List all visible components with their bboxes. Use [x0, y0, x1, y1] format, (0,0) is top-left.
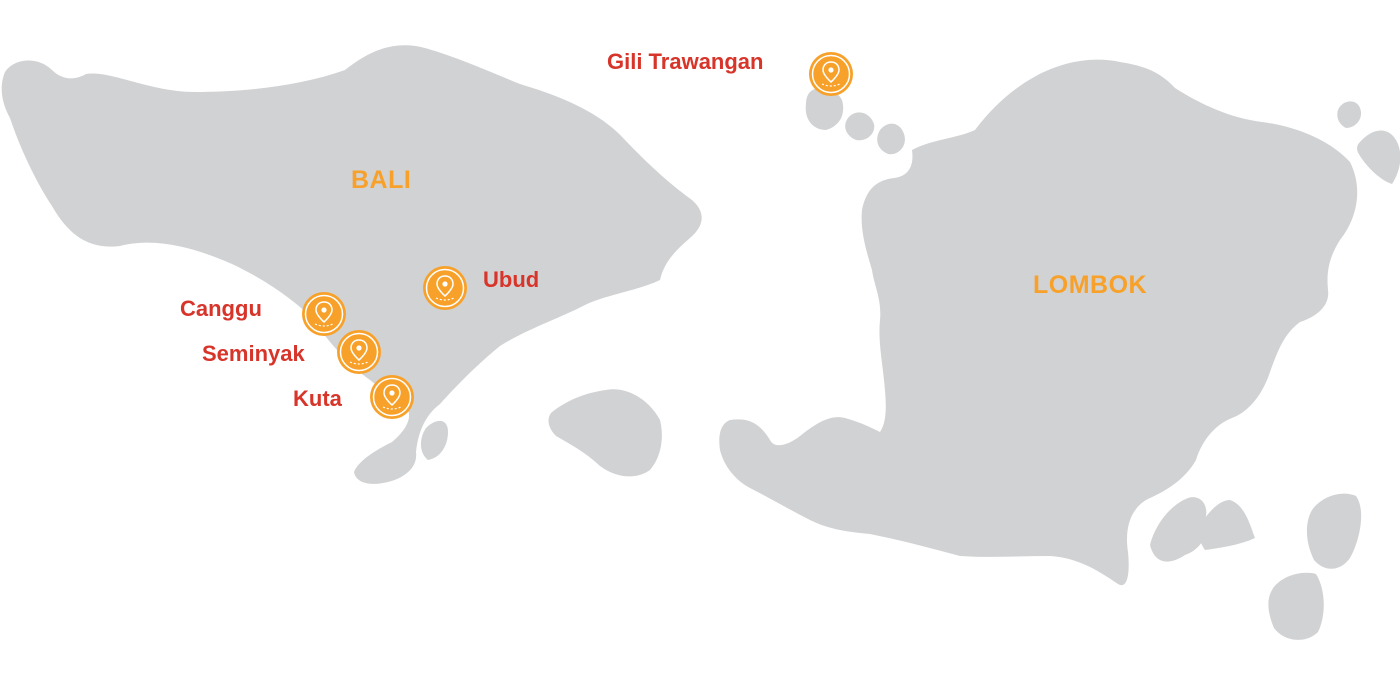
east-islet-upper [1357, 130, 1400, 184]
map-pin-icon [337, 330, 381, 374]
bukit-peninsula [420, 420, 448, 460]
kuta-marker[interactable] [369, 374, 415, 420]
ubud-label: Ubud [483, 267, 540, 292]
seminyak-label: Seminyak [202, 341, 305, 366]
kuta-label: Kuta [293, 386, 342, 411]
lombok-southeast-outcrop [1150, 497, 1207, 562]
gili-trawangan-marker[interactable] [808, 51, 854, 97]
nusa-penida-island [548, 389, 662, 477]
lombok-island [719, 59, 1358, 586]
northeast-islet [1337, 101, 1362, 128]
east-islet-middle [1306, 493, 1362, 569]
map-pin-icon [423, 266, 467, 310]
bali-island [1, 45, 702, 484]
lombok-island-label: LOMBOK [1033, 271, 1148, 299]
east-islet-lower [1268, 572, 1324, 640]
ubud-marker[interactable] [422, 265, 468, 311]
gili-air-island [877, 123, 905, 155]
map-pin-icon [370, 375, 414, 419]
bali-island-label: BALI [351, 166, 412, 194]
canggu-marker[interactable] [301, 291, 347, 337]
map-pin-icon [809, 52, 853, 96]
lombok-east-outcrop [1198, 500, 1255, 550]
gili-meno-island [845, 112, 875, 141]
gili-trawangan-island [805, 87, 844, 130]
gili-trawangan-label: Gili Trawangan [607, 49, 764, 74]
canggu-label: Canggu [180, 296, 262, 321]
seminyak-marker[interactable] [336, 329, 382, 375]
map-pin-icon [302, 292, 346, 336]
